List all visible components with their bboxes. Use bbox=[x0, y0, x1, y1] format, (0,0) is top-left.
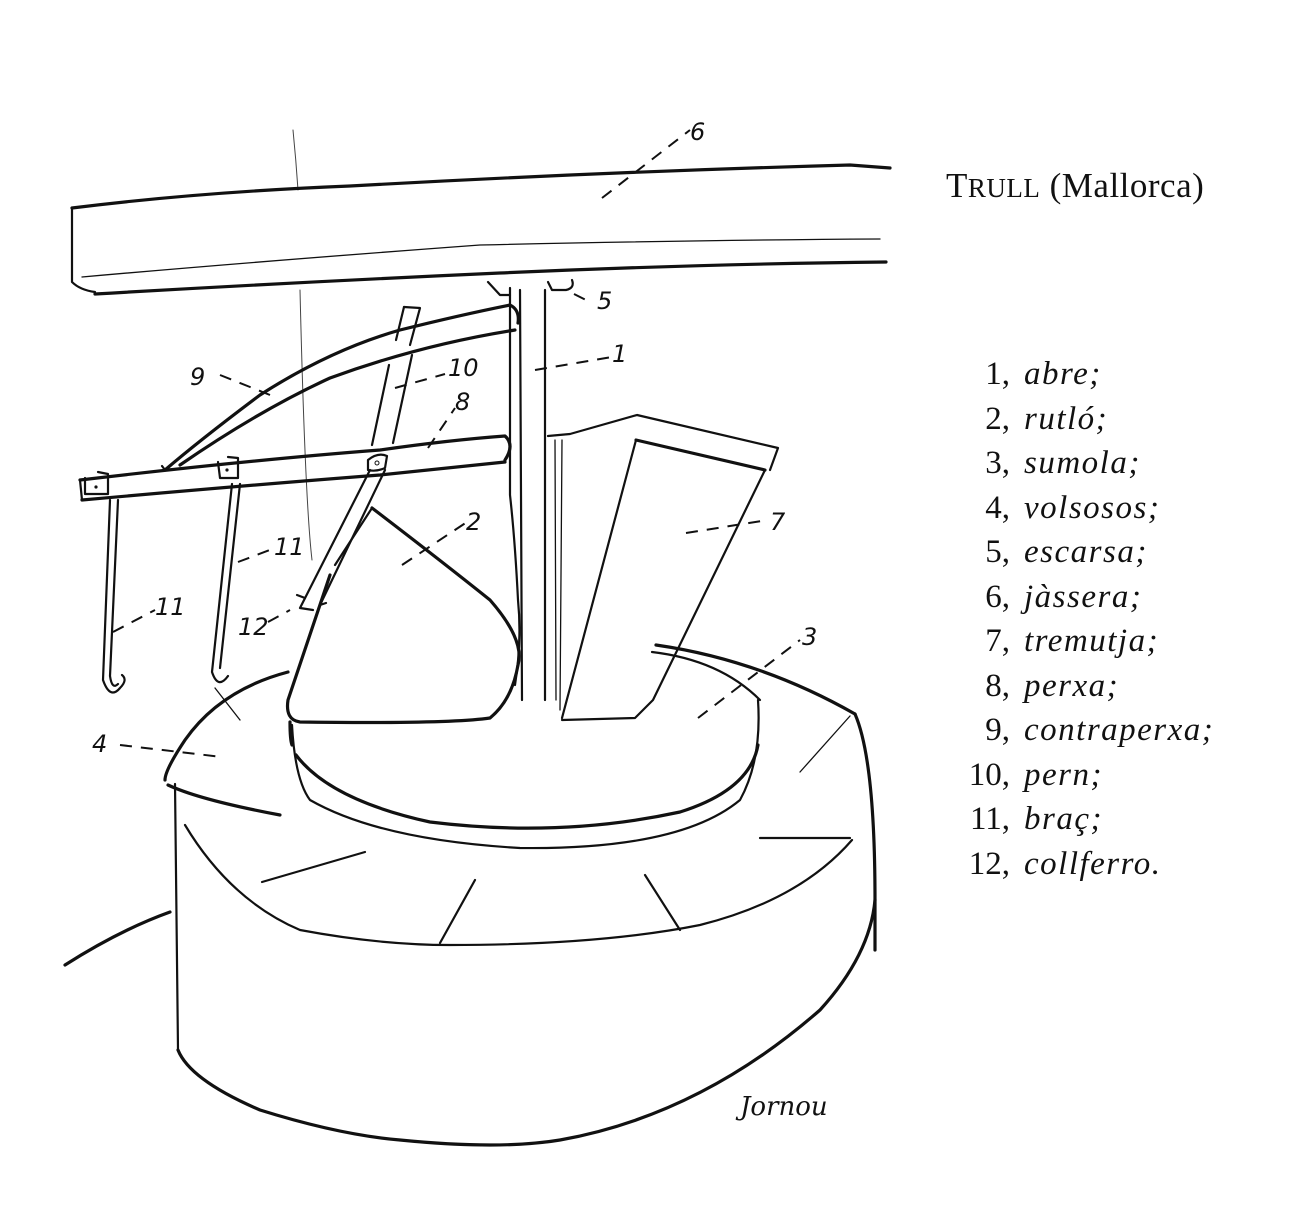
legend-term: collferro. bbox=[1024, 845, 1162, 882]
bracket-rivet bbox=[374, 460, 380, 466]
legend-item: 11, braç; bbox=[950, 797, 1214, 842]
leader-3 bbox=[697, 639, 801, 719]
callout-4: 4 bbox=[92, 730, 107, 758]
bracket-escarsa bbox=[486, 278, 574, 297]
legend-number: 2, bbox=[985, 400, 1010, 437]
artist-signature: Jornou bbox=[735, 1092, 828, 1122]
callout-2: 2 bbox=[466, 508, 481, 536]
legend-number: 5, bbox=[985, 534, 1010, 570]
arm-brac-left bbox=[101, 498, 126, 694]
legend-term: contraperxa; bbox=[1024, 712, 1215, 748]
figure-title: TRULL (Mallorca) bbox=[946, 166, 1204, 206]
legend-term: volsosos; bbox=[1024, 489, 1161, 526]
legend-item: 12, collferro. bbox=[950, 842, 1214, 887]
title-region: (Mallorca) bbox=[1049, 166, 1205, 205]
basin-sumola bbox=[288, 643, 857, 850]
bracket-rivet bbox=[225, 468, 229, 472]
leader-7 bbox=[685, 519, 769, 534]
leader-lines bbox=[112, 129, 801, 758]
legend-term: abre; bbox=[1024, 356, 1102, 392]
arm-perxa bbox=[78, 434, 512, 502]
legend-item: 6, jàssera; bbox=[950, 575, 1214, 620]
hopper-tremutja bbox=[546, 413, 780, 722]
legend-number: 7, bbox=[985, 623, 1010, 659]
legend-term: escarsa; bbox=[1024, 534, 1148, 570]
leader-10 bbox=[394, 373, 446, 389]
leader-8 bbox=[427, 407, 456, 449]
title-smallcaps: RULL bbox=[967, 173, 1041, 203]
legend-number: 6, bbox=[985, 578, 1010, 615]
legend-number: 8, bbox=[985, 667, 1010, 704]
legend-term: perxa; bbox=[1024, 667, 1120, 704]
legend-term: braç; bbox=[1024, 801, 1103, 837]
title-initial: T bbox=[946, 166, 968, 205]
leader-11-left bbox=[112, 609, 156, 633]
callout-1: 1 bbox=[612, 340, 627, 368]
leader-4 bbox=[119, 744, 223, 758]
callout-9: 9 bbox=[190, 363, 205, 391]
callout-11-middle: 11 bbox=[274, 533, 305, 561]
callout-6: 6 bbox=[690, 118, 705, 146]
bracket-rivet bbox=[94, 485, 98, 489]
legend-item: 5, escarsa; bbox=[950, 530, 1214, 575]
callout-12: 12 bbox=[238, 613, 269, 641]
legend-item: 3, sumola; bbox=[950, 441, 1214, 486]
leader-9 bbox=[219, 374, 271, 396]
legend-number: 1, bbox=[985, 356, 1010, 392]
legend-term: pern; bbox=[1024, 756, 1103, 793]
drum-base bbox=[63, 898, 877, 1147]
callout-7: 7 bbox=[770, 508, 786, 536]
ring-volsosos bbox=[163, 670, 877, 1052]
legend-number: 9, bbox=[985, 712, 1010, 748]
callout-3: 3 bbox=[802, 623, 817, 651]
legend-item: 2, rutló; bbox=[950, 397, 1214, 442]
legend-item: 9, contraperxa; bbox=[950, 708, 1214, 753]
legend-number: 12, bbox=[968, 845, 1010, 882]
legend-item: 8, perxa; bbox=[950, 664, 1214, 709]
leader-12 bbox=[267, 609, 291, 623]
legend-item: 1, abre; bbox=[950, 352, 1214, 397]
legend-item: 7, tremutja; bbox=[950, 619, 1214, 664]
callout-8: 8 bbox=[455, 388, 470, 416]
background-post-line bbox=[292, 129, 313, 561]
legend-term: jàssera; bbox=[1024, 578, 1143, 615]
legend-number: 4, bbox=[985, 489, 1010, 526]
pin-pern bbox=[370, 305, 422, 447]
callout-5: 5 bbox=[597, 287, 612, 315]
leader-11-middle bbox=[237, 547, 276, 563]
beam-jassera bbox=[70, 163, 892, 296]
legend-term: sumola; bbox=[1024, 445, 1141, 481]
legend-number: 3, bbox=[985, 445, 1010, 481]
legend-number: 10, bbox=[968, 756, 1010, 793]
legend-number: 11, bbox=[969, 801, 1010, 837]
legend-item: 10, pern; bbox=[950, 753, 1214, 798]
callout-10: 10 bbox=[448, 354, 479, 382]
legend-item: 4, volsosos; bbox=[950, 486, 1214, 531]
parts-legend: 1, abre; 2, rutló; 3, sumola; 4, volsosos; 5… bbox=[950, 352, 1214, 886]
leader-1 bbox=[534, 356, 613, 371]
callout-11-left: 11 bbox=[155, 593, 186, 621]
roller-rutlo bbox=[285, 506, 521, 725]
legend-term: rutló; bbox=[1024, 400, 1109, 437]
leader-2 bbox=[401, 519, 471, 566]
leader-5 bbox=[573, 293, 587, 301]
arm-brac-middle bbox=[210, 482, 242, 684]
legend-term: tremutja; bbox=[1024, 623, 1160, 659]
leader-6 bbox=[601, 129, 691, 199]
